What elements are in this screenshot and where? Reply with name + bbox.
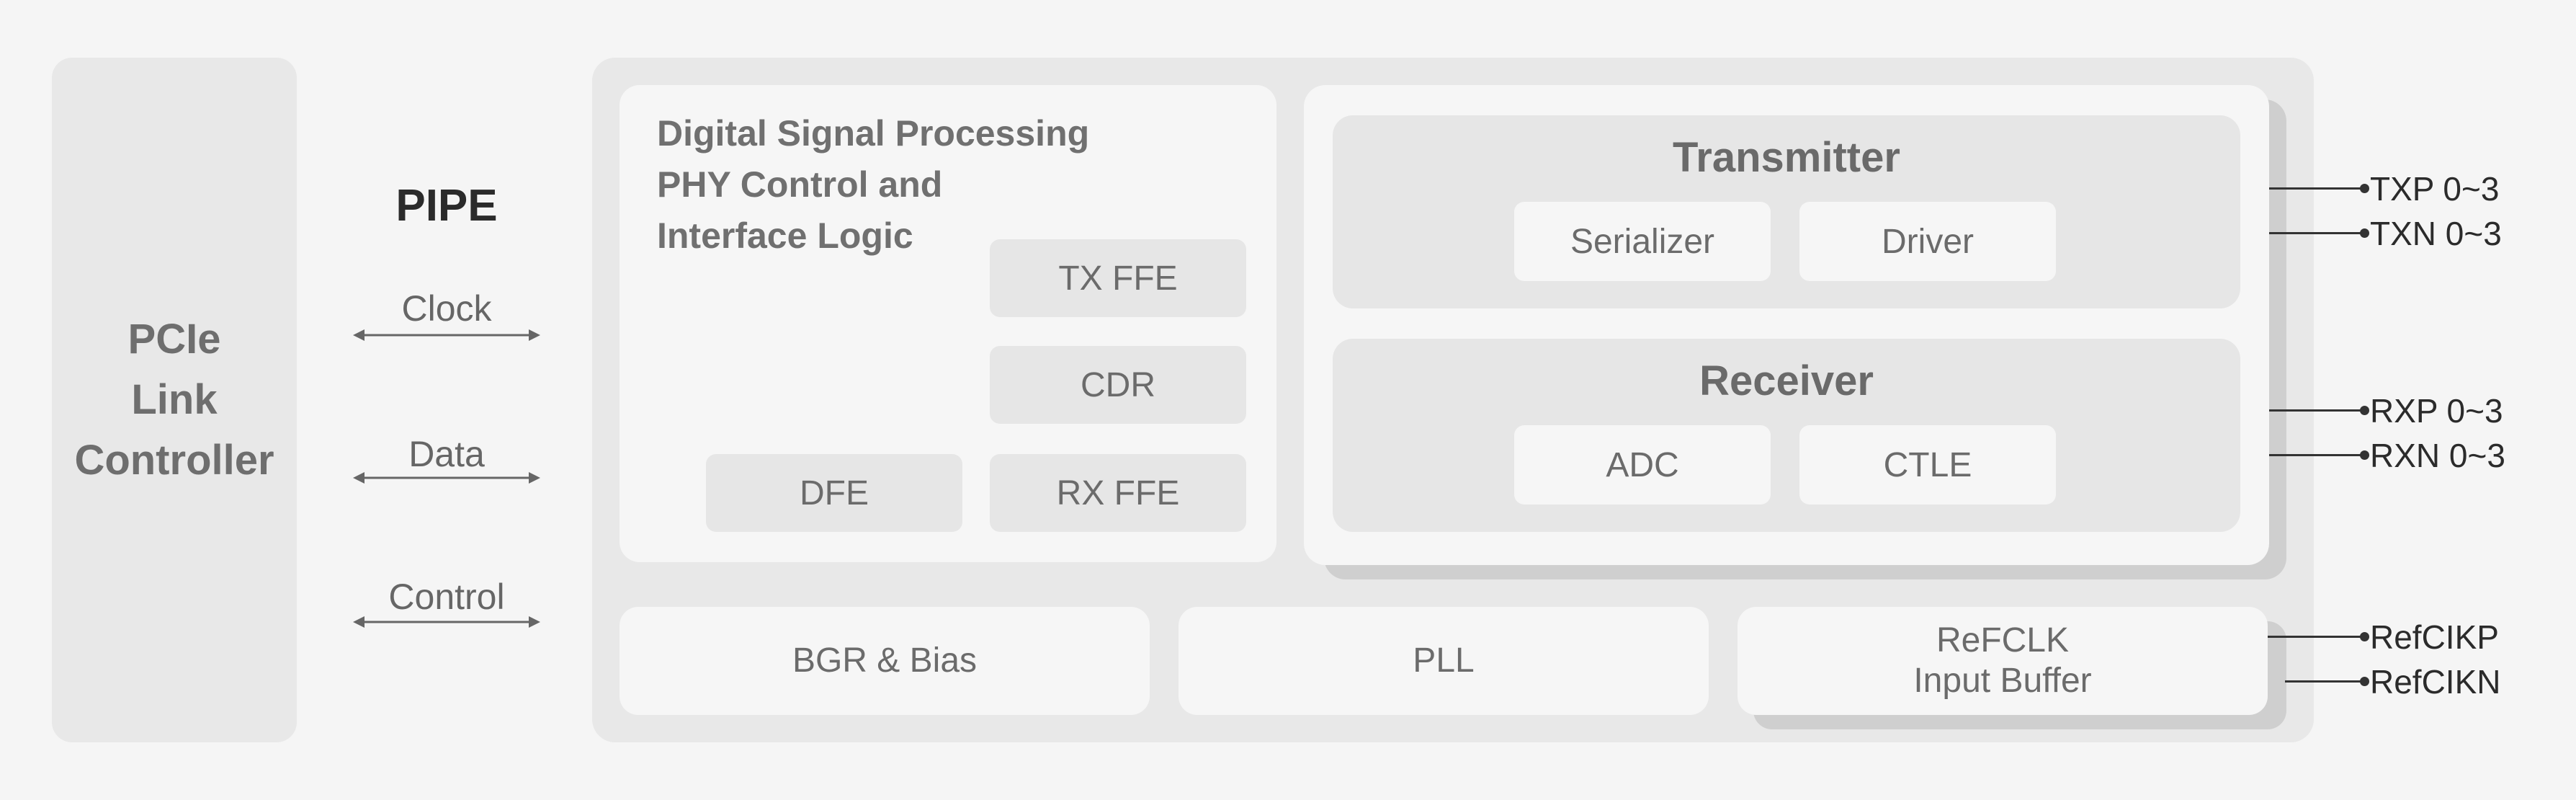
refclkp-pin-label: RefCIKP	[2370, 618, 2499, 656]
transmitter-block	[1333, 115, 2240, 308]
refclkn-line	[2285, 680, 2363, 683]
control-signal-label: Control	[388, 577, 505, 617]
control-arrow	[353, 616, 540, 628]
driver-block: Driver	[1799, 202, 2056, 281]
rxn-line	[2269, 454, 2363, 456]
tx-ffe-block: TX FFE	[990, 239, 1246, 317]
receiver-block	[1333, 339, 2240, 532]
rxn-dot	[2360, 450, 2369, 460]
cdr-block: CDR	[990, 346, 1246, 424]
pcie-link-controller-block: PCIe Link Controller	[52, 58, 297, 742]
dsp-title: Digital Signal Processing PHY Control an…	[657, 113, 1090, 256]
txn-pin-label: TXN 0~3	[2370, 215, 2502, 252]
rx-ffe-block: RX FFE	[990, 454, 1246, 532]
rxp-line	[2269, 409, 2363, 412]
rxp-pin-label: RXP 0~3	[2370, 392, 2503, 430]
receiver-title: Receiver	[1699, 357, 1874, 404]
pcie-link-controller-label: PCIe Link Controller	[74, 316, 274, 484]
data-arrow	[353, 472, 540, 484]
pipe-title: PIPE	[395, 180, 498, 231]
data-signal-label: Data	[408, 434, 485, 474]
refclkn-pin-label: RefCIKN	[2370, 663, 2501, 701]
refclk-input-buffer-block: ReFCLK Input Buffer	[1738, 607, 2268, 715]
bgr-bias-block: BGR & Bias	[620, 607, 1150, 715]
refclkp-dot	[2360, 632, 2369, 641]
txn-line	[2269, 232, 2363, 234]
txn-dot	[2360, 228, 2369, 238]
serializer-block: Serializer	[1514, 202, 1771, 281]
txp-line	[2269, 187, 2363, 190]
txp-pin-label: TXP 0~3	[2370, 170, 2500, 208]
rxn-pin-label: RXN 0~3	[2370, 437, 2505, 474]
rxp-dot	[2360, 406, 2369, 415]
ctle-block: CTLE	[1799, 425, 2056, 505]
refclkn-dot	[2360, 677, 2369, 686]
dfe-block: DFE	[706, 454, 962, 532]
refclkp-line	[2268, 636, 2363, 638]
clock-signal-label: Clock	[401, 288, 492, 329]
adc-block: ADC	[1514, 425, 1771, 505]
pll-block: PLL	[1179, 607, 1709, 715]
txp-dot	[2360, 184, 2369, 193]
transmitter-title: Transmitter	[1673, 133, 1900, 181]
clock-arrow	[353, 329, 540, 341]
